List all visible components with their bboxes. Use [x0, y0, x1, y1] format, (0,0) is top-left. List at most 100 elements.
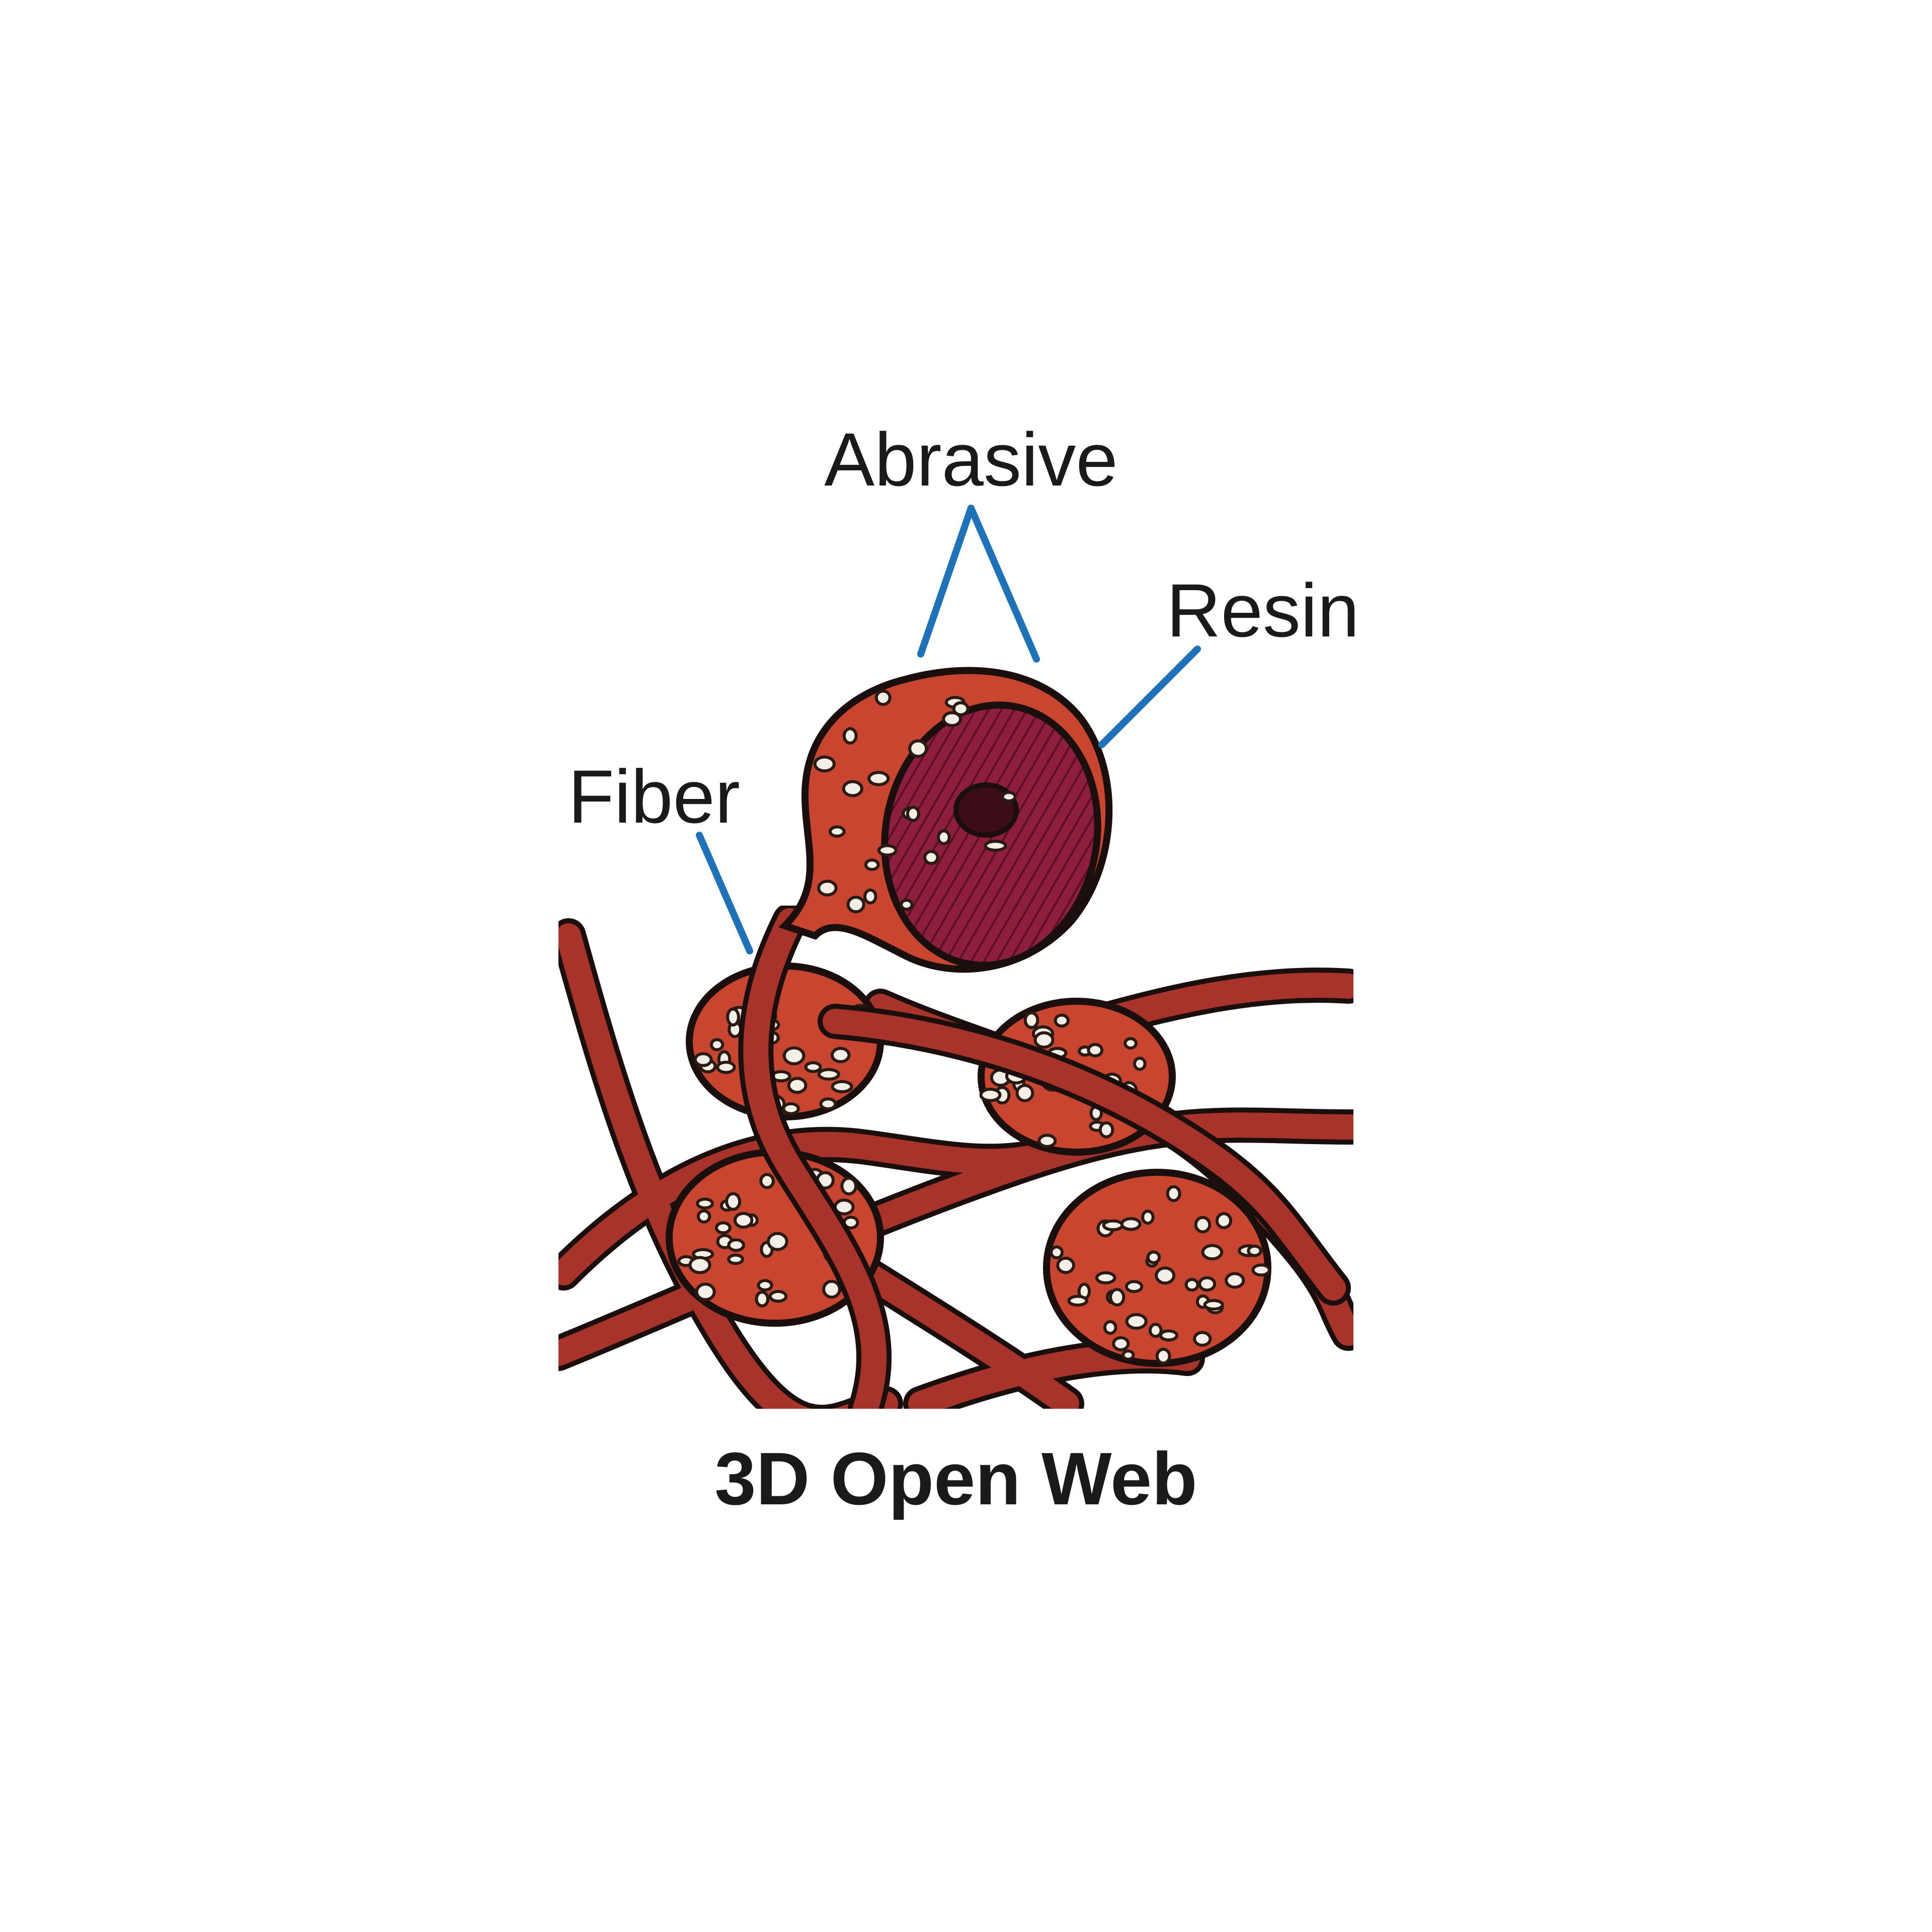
abrasive-grit	[1133, 1057, 1147, 1071]
abrasive-grit	[1102, 1219, 1124, 1232]
leader-lines	[696, 505, 1201, 954]
abrasive-grit	[1054, 1013, 1070, 1028]
abrasive-grit	[755, 1291, 770, 1308]
abrasive-leader-left	[917, 505, 975, 658]
abrasive-grit	[757, 1279, 773, 1292]
abrasive-grit	[1184, 1278, 1199, 1292]
abrasive-grit	[817, 879, 838, 897]
abrasive-grit	[716, 1061, 736, 1074]
fiber-web	[558, 906, 1353, 1409]
abrasive-grit	[1109, 1287, 1125, 1307]
abrasive-grit	[877, 844, 898, 857]
abrasive-grit	[1098, 1121, 1114, 1139]
abrasive-grit	[842, 727, 858, 745]
abrasive-grit	[1125, 1313, 1148, 1330]
abrasive-grit	[817, 1068, 840, 1081]
abrasive-grit	[1155, 1266, 1176, 1285]
abrasive-grit	[1247, 1244, 1262, 1257]
abrasive-grit	[1050, 1245, 1064, 1259]
abrasive-grit	[1193, 1331, 1212, 1347]
abrasive-grit	[1095, 1271, 1116, 1284]
abrasive-grit	[813, 755, 836, 773]
abrasive-grit	[863, 889, 877, 905]
abrasive-grit	[695, 1282, 716, 1302]
abrasive-grit	[1201, 1244, 1224, 1261]
abrasive-grit	[768, 1290, 788, 1303]
abrasive-grit	[1033, 1031, 1055, 1049]
fiber-label: Fiber	[568, 754, 740, 839]
abrasive-grit	[1087, 1043, 1104, 1058]
abrasive-grit	[767, 1232, 788, 1251]
abrasive-grit	[937, 829, 951, 845]
abrasive-grit	[1023, 1011, 1039, 1029]
abrasive-grit	[782, 1102, 800, 1115]
abrasive-grit	[725, 1192, 742, 1211]
abrasive-grit	[1159, 1329, 1178, 1342]
fiber-leader	[696, 832, 753, 954]
abrasive-grit	[1225, 1272, 1245, 1289]
abrasive-grit	[1103, 1320, 1117, 1335]
abrasive-grit	[1037, 1134, 1057, 1148]
abrasive-grit	[1215, 1212, 1233, 1230]
abrasive-grit	[840, 1176, 857, 1195]
abrasive-grit	[984, 840, 1007, 852]
abrasive-grit	[908, 739, 928, 758]
abrasive-grit	[819, 1097, 837, 1111]
abrasive-grit	[1056, 1256, 1075, 1274]
abrasive-grit	[727, 1238, 745, 1252]
abrasive-grit	[787, 1077, 808, 1094]
abrasive-grit	[1251, 1263, 1271, 1277]
abrasive-grit	[1067, 1295, 1088, 1307]
abrasive-grit	[1123, 1037, 1138, 1050]
abrasive-grit	[1155, 1347, 1171, 1365]
abrasive-grit	[1112, 1336, 1130, 1351]
abrasive-grit	[759, 1173, 775, 1189]
abrasive-grit	[1166, 1185, 1181, 1202]
abrasive-grit	[831, 1080, 853, 1093]
abrasive-grit	[688, 1256, 711, 1274]
abrasive-grit	[714, 1221, 732, 1235]
abrasive-grit	[1120, 1217, 1142, 1231]
abrasive-grit	[1141, 1210, 1155, 1225]
abrasive-grit	[1203, 1299, 1224, 1311]
abrasive-grit	[1124, 1280, 1144, 1294]
abrasive-grit	[942, 711, 962, 728]
abrasive-grit	[846, 896, 865, 914]
abrasive-grit	[923, 850, 939, 865]
abrasive-grit	[804, 1061, 822, 1073]
abrasive-grit	[842, 780, 863, 797]
resin-label: Resin	[1166, 568, 1359, 653]
diagram-caption: 3D Open Web	[714, 1437, 1197, 1520]
abrasive-grit	[1001, 791, 1017, 802]
abrasive-grit	[1148, 1323, 1163, 1338]
abrasive-grit	[727, 1253, 744, 1265]
abrasive-grit	[1194, 1216, 1212, 1234]
abrasive-grit	[726, 1007, 740, 1027]
abrasive-grit	[822, 1279, 841, 1299]
abrasive-grit	[1198, 1276, 1217, 1292]
abrasive-grit	[1121, 1349, 1135, 1361]
resin-leader	[1098, 646, 1201, 748]
abrasive-grit	[1146, 1250, 1161, 1264]
abrasive-leader-right	[968, 505, 1040, 663]
coated-fiber-cross-section	[778, 667, 1113, 973]
abrasive-grit	[867, 771, 890, 786]
abrasive-grit	[900, 899, 914, 911]
resin-blob-lower-right	[1043, 1169, 1271, 1367]
abrasive-grit	[1015, 1084, 1034, 1102]
abrasive-grit	[979, 1087, 1002, 1102]
abrasive-label: Abrasive	[824, 417, 1118, 502]
abrasive-grit	[696, 1197, 714, 1210]
abrasive-grit	[906, 806, 920, 822]
resin-blob-left	[686, 962, 884, 1120]
abrasive-grit	[693, 1052, 713, 1067]
abrasive-grit	[874, 689, 892, 706]
abrasive-grit	[709, 1038, 725, 1052]
abrasive-grit	[733, 1212, 754, 1229]
abrasive-grit	[782, 1046, 806, 1066]
abrasive-grit	[829, 825, 846, 838]
abrasive-grit	[696, 1209, 711, 1224]
abrasive-grit	[952, 701, 970, 716]
abrasive-grit	[830, 1046, 851, 1064]
